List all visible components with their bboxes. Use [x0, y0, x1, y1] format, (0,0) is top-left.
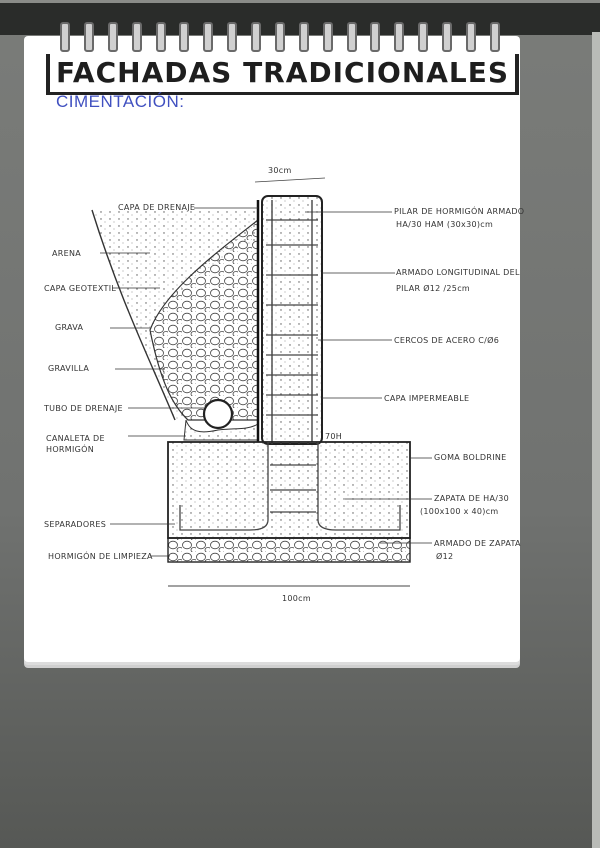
spiral-ring	[465, 22, 476, 52]
label-armado-long-spec: PILAR Ø12 /25cm	[396, 284, 470, 293]
spiral-ring	[203, 22, 214, 52]
spiral-ring	[107, 22, 118, 52]
label-goma-boldrine: GOMA BOLDRINE	[434, 453, 507, 462]
label-armado-zapata-spec: Ø12	[436, 552, 454, 561]
spiral-ring	[131, 22, 142, 52]
spiral-ring	[394, 22, 405, 52]
label-separadores: SEPARADORES	[44, 520, 107, 529]
spiral-binding	[60, 22, 500, 52]
section-subtitle: CIMENTACIÓN:	[56, 92, 185, 111]
label-grava: GRAVA	[55, 323, 84, 332]
spiral-ring	[370, 22, 381, 52]
label-arena: ARENA	[52, 249, 82, 258]
spiral-ring	[298, 22, 309, 52]
label-capa-drenaje: CAPA DE DRENAJE	[118, 203, 196, 212]
spiral-ring	[83, 22, 94, 52]
spiral-ring	[322, 22, 333, 52]
label-canaleta: CANALETA DE HORMIGÓN	[46, 434, 105, 454]
pillar-width-dimension: 30cm	[268, 166, 292, 175]
label-capa-impermeable: CAPA IMPERMEABLE	[384, 394, 470, 403]
scanner-right-edge	[592, 32, 600, 848]
label-capa-geotextil: CAPA GEOTEXTIL	[44, 284, 117, 293]
label-armado-long: ARMADO LONGITUDINAL DEL	[396, 268, 520, 277]
spiral-ring	[274, 22, 285, 52]
spiral-ring	[179, 22, 190, 52]
label-zapata: ZAPATA DE HA/30	[434, 494, 510, 503]
spiral-ring	[418, 22, 429, 52]
spiral-ring	[442, 22, 452, 52]
label-cercos: CERCOS DE ACERO C/Ø6	[394, 336, 500, 345]
label-hormigon-limpieza: HORMIGÓN DE LIMPIEZA	[48, 552, 153, 561]
spiral-ring	[60, 22, 70, 52]
spiral-ring	[251, 22, 261, 52]
label-pilar-spec: HA/30 HAM (30x30)cm	[396, 220, 494, 229]
spiral-ring	[227, 22, 238, 52]
page-title: FACHADAS TRADICIONALES	[46, 54, 520, 95]
label-gravilla: GRAVILLA	[48, 364, 90, 373]
spiral-ring	[346, 22, 357, 52]
label-pilar: PILAR DE HORMIGÓN ARMADO	[394, 207, 525, 216]
label-tubo-drenaje: TUBO DE DRENAJE	[44, 404, 123, 413]
label-armado-zapata: ARMADO DE ZAPATA	[434, 539, 521, 548]
spiral-ring	[489, 22, 500, 52]
spiral-ring	[155, 22, 166, 52]
small-mark: 70H	[325, 432, 343, 441]
footing-width-dimension: 100cm	[282, 594, 311, 603]
label-zapata-spec: (100x100 x 40)cm	[420, 507, 499, 516]
